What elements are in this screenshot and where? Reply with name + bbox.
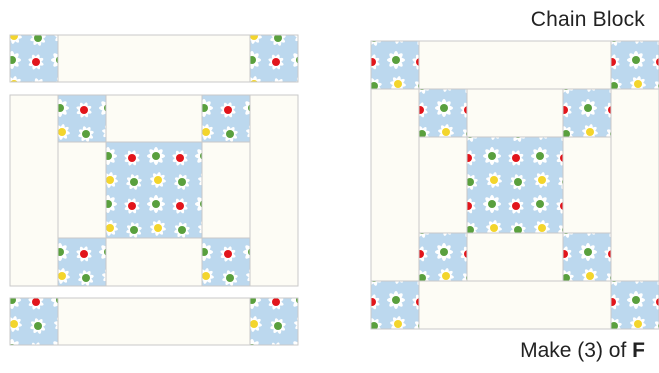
floral-center-square xyxy=(467,137,563,233)
floral-square xyxy=(10,298,58,345)
floral-square xyxy=(563,89,611,137)
make-caption: Make (3) of F xyxy=(520,339,645,363)
floral-square xyxy=(419,233,467,281)
cream-rectangle xyxy=(419,41,611,89)
floral-square xyxy=(58,238,106,286)
floral-square xyxy=(10,35,58,82)
assembled-block xyxy=(371,41,659,329)
floral-square xyxy=(611,281,659,329)
cream-rectangle xyxy=(467,89,563,137)
cream-side-strip xyxy=(611,89,659,281)
cream-rectangle xyxy=(106,95,202,142)
cream-rectangle xyxy=(58,298,250,345)
floral-square xyxy=(250,298,298,345)
make-caption-text: Make (3) of xyxy=(520,339,632,362)
floral-square xyxy=(371,41,419,89)
floral-square xyxy=(250,35,298,82)
cream-side-strip xyxy=(250,95,298,286)
cream-rectangle xyxy=(419,137,467,233)
cream-side-strip xyxy=(371,89,419,281)
cream-rectangle xyxy=(202,142,250,238)
floral-square xyxy=(563,233,611,281)
cream-rectangle xyxy=(467,233,563,281)
block-title: Chain Block xyxy=(531,8,645,32)
floral-center-square xyxy=(106,142,202,238)
exploded-block-layout xyxy=(10,35,298,345)
cream-rectangle xyxy=(106,238,202,286)
cream-rectangle xyxy=(563,137,611,233)
cream-side-strip xyxy=(10,95,58,286)
floral-square xyxy=(202,238,250,286)
cream-rectangle xyxy=(58,142,106,238)
floral-square xyxy=(419,89,467,137)
floral-square xyxy=(371,281,419,329)
make-caption-letter: F xyxy=(632,339,645,362)
floral-square xyxy=(58,95,106,142)
floral-square xyxy=(202,95,250,142)
floral-square xyxy=(611,41,659,89)
cream-rectangle xyxy=(419,281,611,329)
cream-rectangle xyxy=(58,35,250,82)
